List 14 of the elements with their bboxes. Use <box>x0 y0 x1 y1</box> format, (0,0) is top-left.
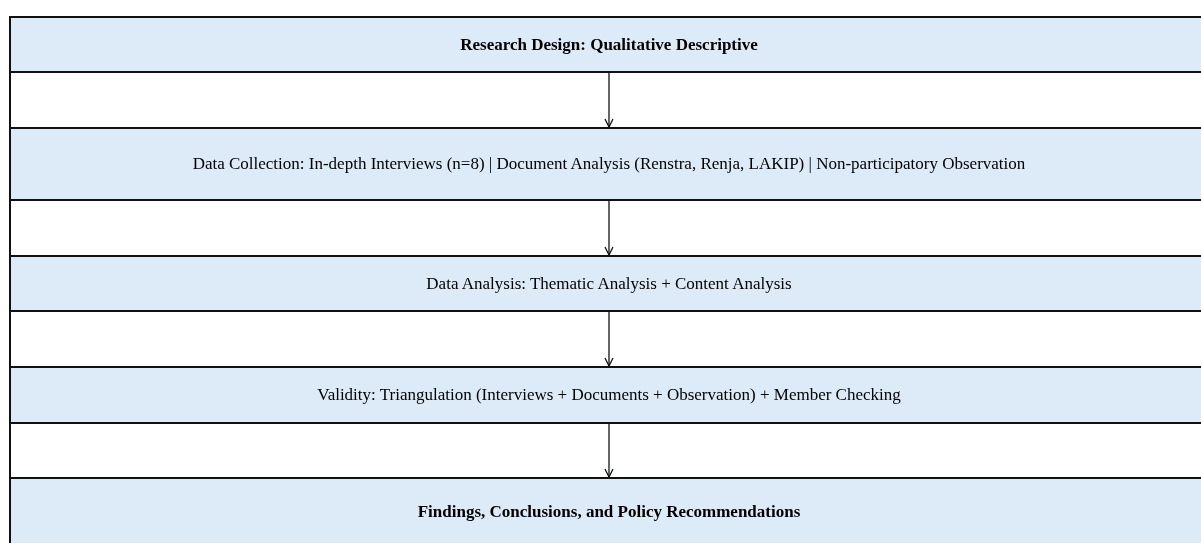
process-box <box>9 366 1201 424</box>
step-text: Data Collection: In-depth Interviews (n=8) | Document Analysis (Renstra, Renja, LAKIP) | Non-participatory Observation <box>191 153 1027 175</box>
arrow <box>604 200 614 256</box>
arrow <box>604 72 614 128</box>
arrow <box>604 311 614 367</box>
process-box <box>9 477 1201 543</box>
process-box <box>9 255 1201 312</box>
arrow <box>604 423 614 478</box>
process-box <box>9 16 1201 73</box>
step-text: Validity: Triangulation (Interviews + Documents + Observation) + Member Checking <box>316 384 902 406</box>
process-box <box>9 127 1201 201</box>
heading-text: Findings, Conclusions, and Policy Recommendations <box>416 501 802 523</box>
step-text: Data Analysis: Thematic Analysis + Content Analysis <box>425 272 793 295</box>
heading-text: Research Design: Qualitative Descriptive <box>459 33 759 56</box>
